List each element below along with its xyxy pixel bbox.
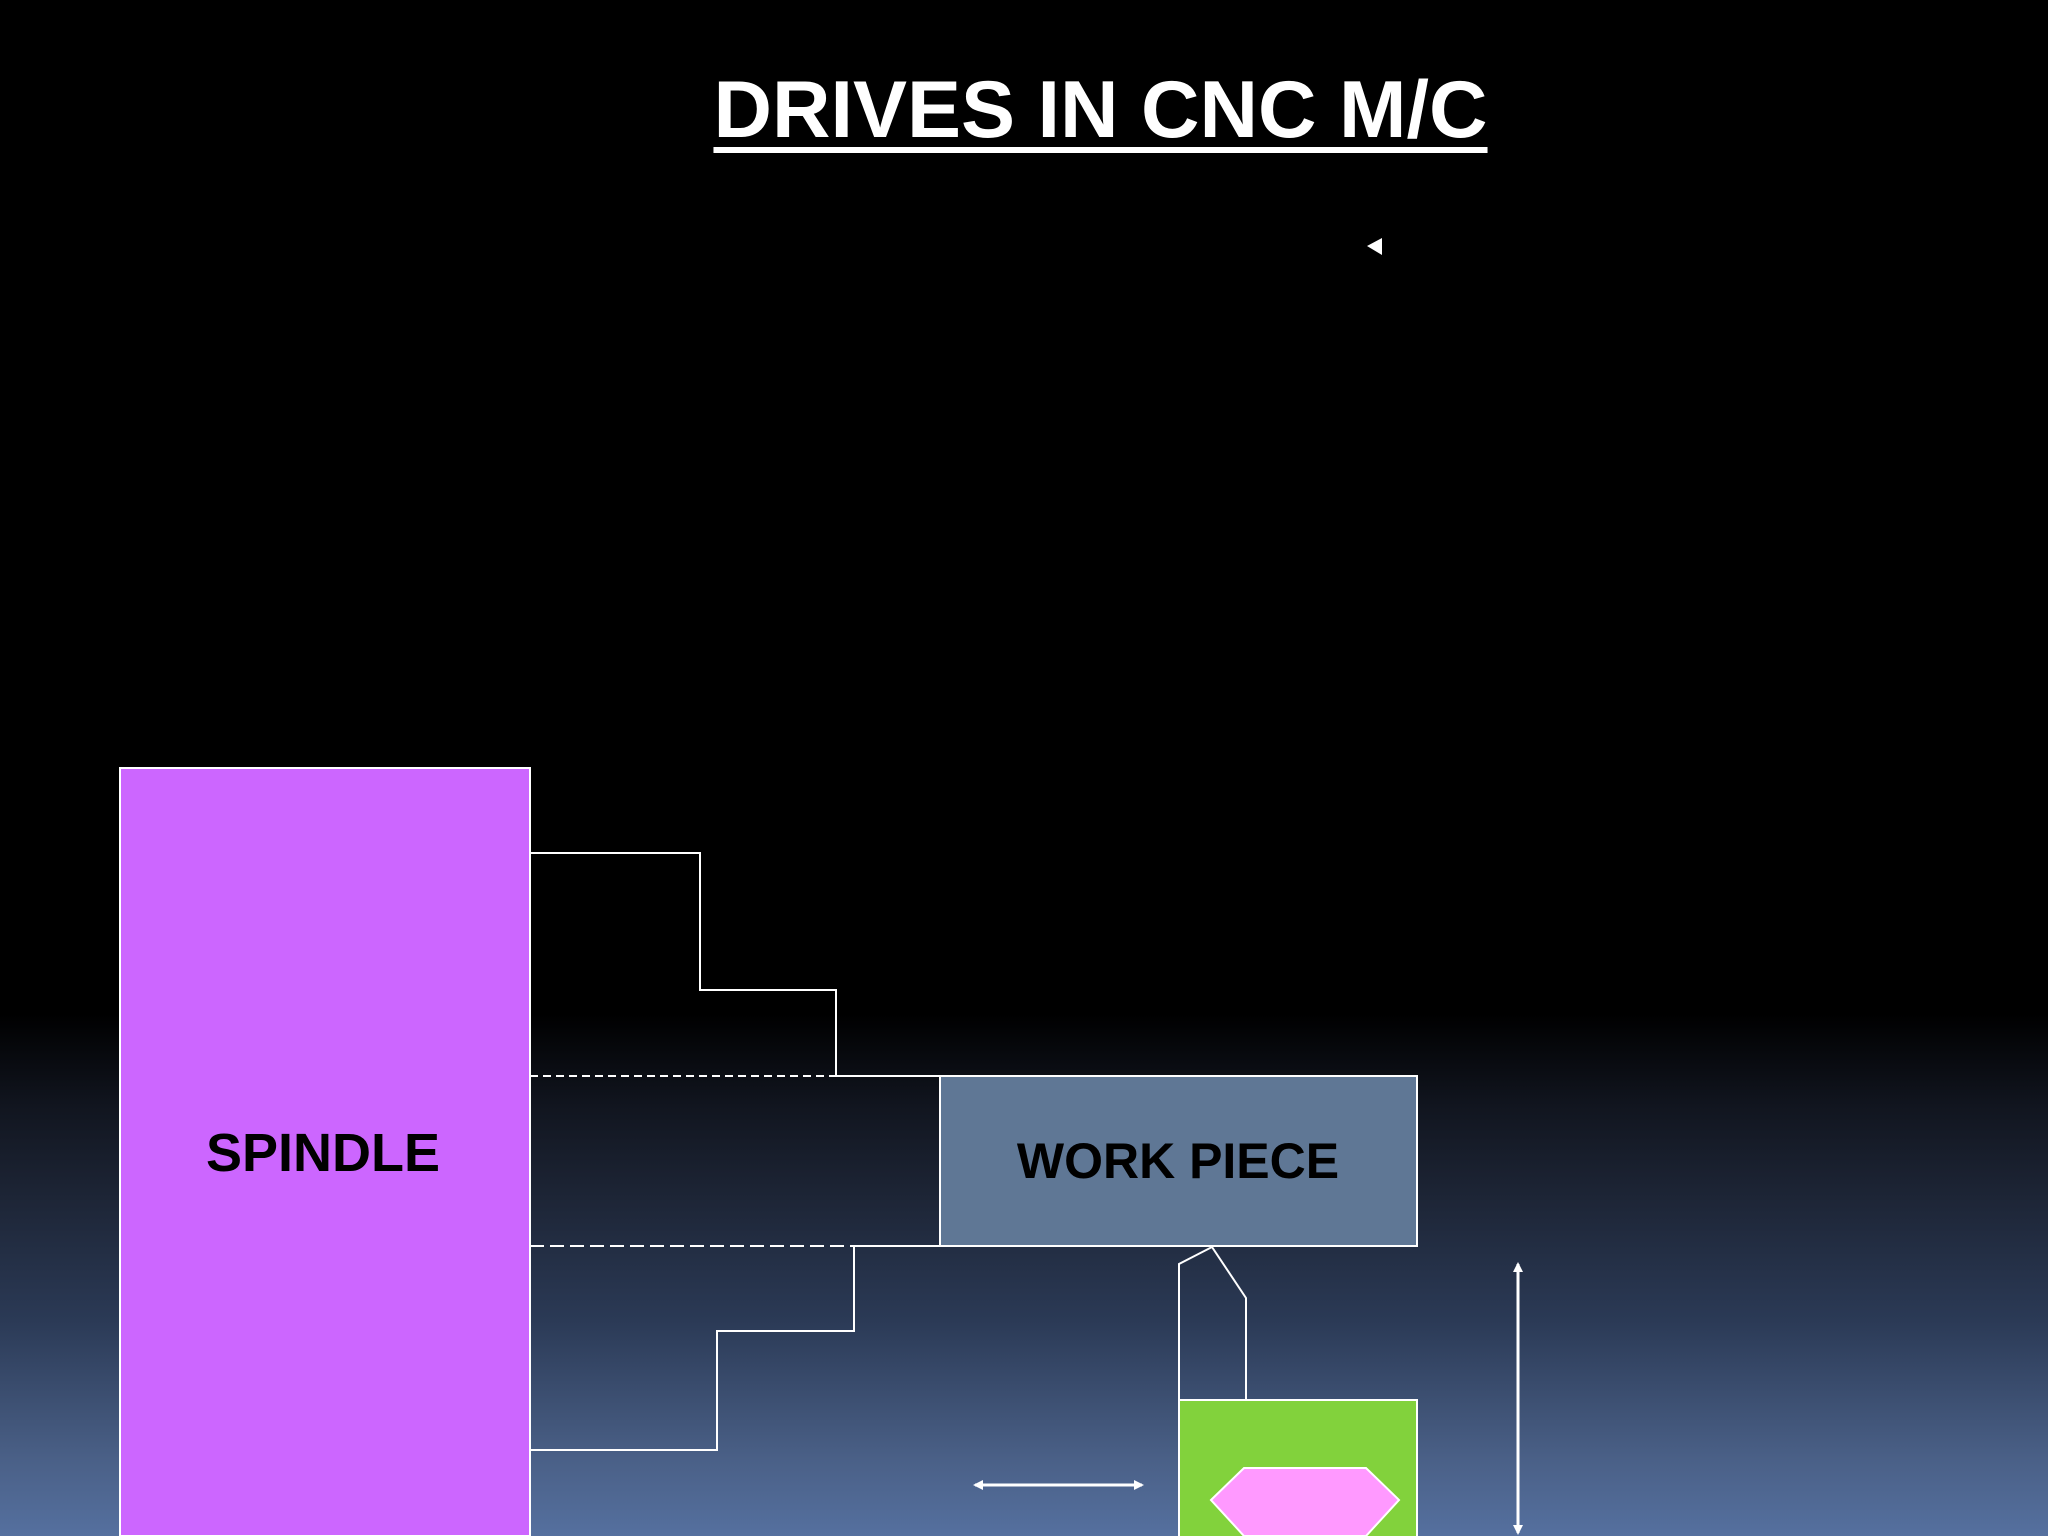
spindle-label: SPINDLE xyxy=(206,1123,440,1183)
spindle-block xyxy=(119,767,531,1536)
tool-insert xyxy=(1209,1467,1401,1536)
workpiece-block xyxy=(939,1075,1418,1247)
chuck-jaw-lower xyxy=(530,1246,855,1451)
chuck-jaw-upper xyxy=(530,852,837,1076)
pointer-cursor-icon xyxy=(1367,238,1382,255)
cutting-tool xyxy=(1178,1245,1247,1400)
workpiece-label: WORK PIECE xyxy=(1017,1133,1339,1189)
slide-title: DRIVES IN CNC M/C xyxy=(713,65,1488,155)
